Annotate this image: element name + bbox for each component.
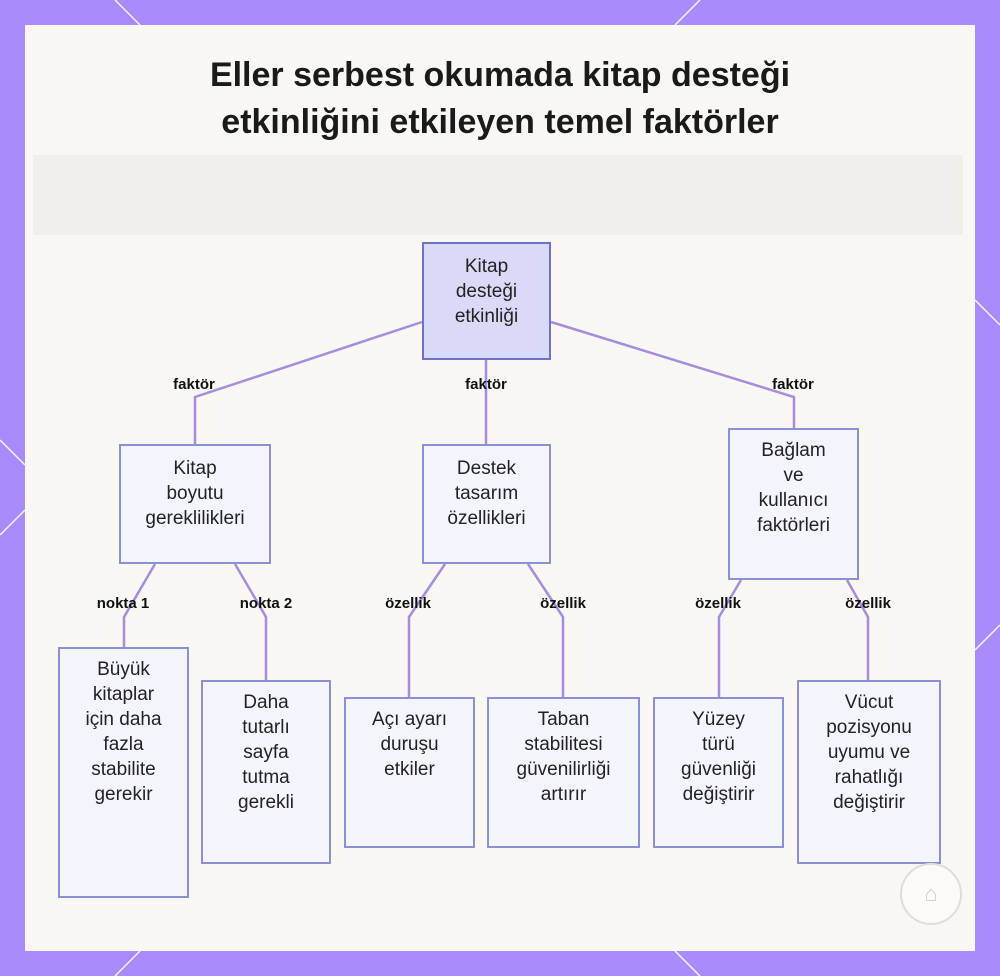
edge-label-factor-3: faktör	[772, 376, 814, 393]
node-book-size: Kitap boyutu gereklilikleri	[119, 444, 271, 564]
edge-context-posture	[845, 579, 870, 680]
edge-label-feature-2: özellik	[540, 595, 586, 612]
edge-label-feature-4: özellik	[845, 595, 891, 612]
node-page-hold: Daha tutarlı sayfa tutma gerekli	[201, 680, 331, 864]
node-angle: Açı ayarı duruşu etkiler	[344, 697, 475, 848]
edge-context-surface	[717, 579, 743, 697]
edge-stand-angle	[407, 563, 447, 697]
watermark-badge-icon: ⌂	[900, 863, 962, 925]
node-surface: Yüzey türü güvenliği değiştirir	[653, 697, 784, 848]
diagram-title: Eller serbest okumada kitap desteği etki…	[209, 56, 791, 141]
edge-label-point-1: nokta 1	[96, 595, 150, 612]
node-stand-design: Destek tasarım özellikleri	[422, 444, 551, 564]
background-band	[33, 155, 963, 235]
edge-label-point-2: nokta 2	[239, 595, 293, 612]
edge-label-feature-1: özellik	[385, 595, 431, 612]
edge-book-size-page	[233, 563, 268, 680]
node-root: Kitap desteği etkinliği	[422, 242, 551, 360]
edge-label-factor-1: faktör	[173, 376, 215, 393]
edge-book-size-large	[122, 563, 157, 647]
node-context: Bağlam ve kullanıcı faktörleri	[728, 428, 859, 580]
edge-label-factor-2: faktör	[465, 376, 507, 393]
edge-root-context	[550, 320, 796, 428]
edge-stand-base	[526, 563, 565, 697]
node-large-books: Büyük kitaplar için daha fazla stabilite…	[58, 647, 189, 898]
edge-root-book-size	[193, 320, 423, 444]
node-posture: Vücut pozisyonu uyumu ve rahatlığı değiş…	[797, 680, 941, 864]
edge-label-feature-3: özellik	[695, 595, 741, 612]
node-base: Taban stabilitesi güvenilirliği artırır	[487, 697, 640, 848]
